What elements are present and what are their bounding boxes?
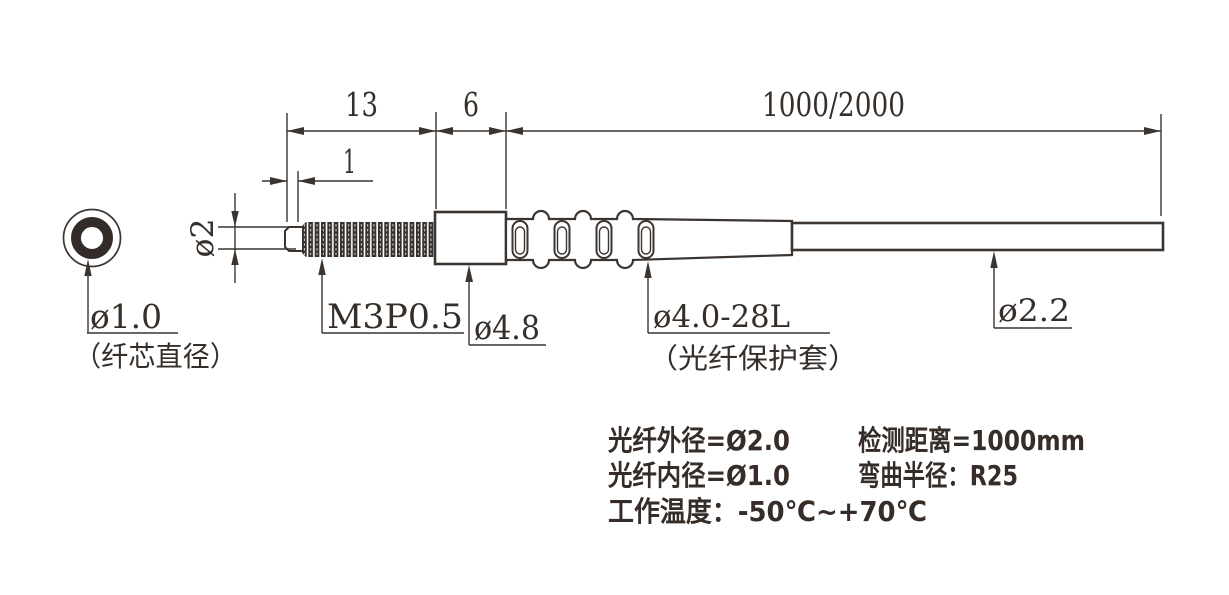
thread-spec-label: M3P0.5 bbox=[327, 297, 463, 337]
dim-thread-length: 13 bbox=[345, 85, 378, 124]
dim-tip-length: 1 bbox=[343, 142, 356, 181]
core-diameter-label: ø1.0 bbox=[90, 297, 162, 336]
dim-body-length: 6 bbox=[463, 85, 479, 124]
spec-block: 光纤外径=Ø2.0 检测距离=1000mm 光纤内径=Ø1.0 弯曲半径：R25… bbox=[607, 424, 1085, 528]
dim-cable-length: 1000/2000 bbox=[762, 85, 905, 124]
spec-detection-distance: 检测距离=1000mm bbox=[858, 424, 1085, 457]
cable-diameter-label: ø2.2 bbox=[998, 293, 1070, 329]
sheath-note: （光纤保护套） bbox=[648, 342, 858, 375]
sensor-side-view bbox=[284, 209, 1165, 270]
fiber-cable bbox=[790, 221, 1165, 252]
sheath-slots bbox=[511, 220, 655, 259]
callout-thread-spec: M3P0.5 bbox=[318, 258, 464, 337]
sensor-tip bbox=[284, 226, 304, 252]
core-diameter-note: （纤芯直径） bbox=[74, 340, 237, 373]
callout-body-diameter: ø4.8 bbox=[465, 265, 546, 347]
callout-core-diameter: ø1.0 （纤芯直径） bbox=[74, 259, 237, 373]
spec-bend-radius: 弯曲半径：R25 bbox=[858, 459, 1018, 492]
spec-fiber-outer-diameter: 光纤外径=Ø2.0 bbox=[607, 424, 790, 457]
thread-section bbox=[302, 222, 435, 257]
dim-tip-diameter: ø2 bbox=[185, 219, 221, 258]
fiber-core-ring bbox=[71, 217, 113, 259]
fiber-cross-section-view bbox=[62, 208, 122, 268]
dimension-lines: 13 6 1000/2000 1 ø2 bbox=[185, 85, 1162, 283]
sheath-spec-label: ø4.0-28L bbox=[653, 299, 790, 335]
callout-sheath-spec: ø4.0-28L （光纤保护套） bbox=[644, 261, 858, 375]
leader-callouts: ø1.0 （纤芯直径） M3P0.5 ø4.8 ø4.0-28L （光纤保护套） bbox=[74, 251, 1072, 375]
fiber-cladding-circle bbox=[62, 208, 122, 268]
spec-fiber-inner-diameter: 光纤内径=Ø1.0 bbox=[607, 459, 790, 492]
callout-cable-diameter: ø2.2 bbox=[990, 251, 1072, 329]
spec-operating-temperature: 工作温度：-50℃~+70℃ bbox=[608, 495, 927, 528]
sensor-body bbox=[433, 210, 508, 266]
body-diameter-label: ø4.8 bbox=[474, 308, 540, 347]
